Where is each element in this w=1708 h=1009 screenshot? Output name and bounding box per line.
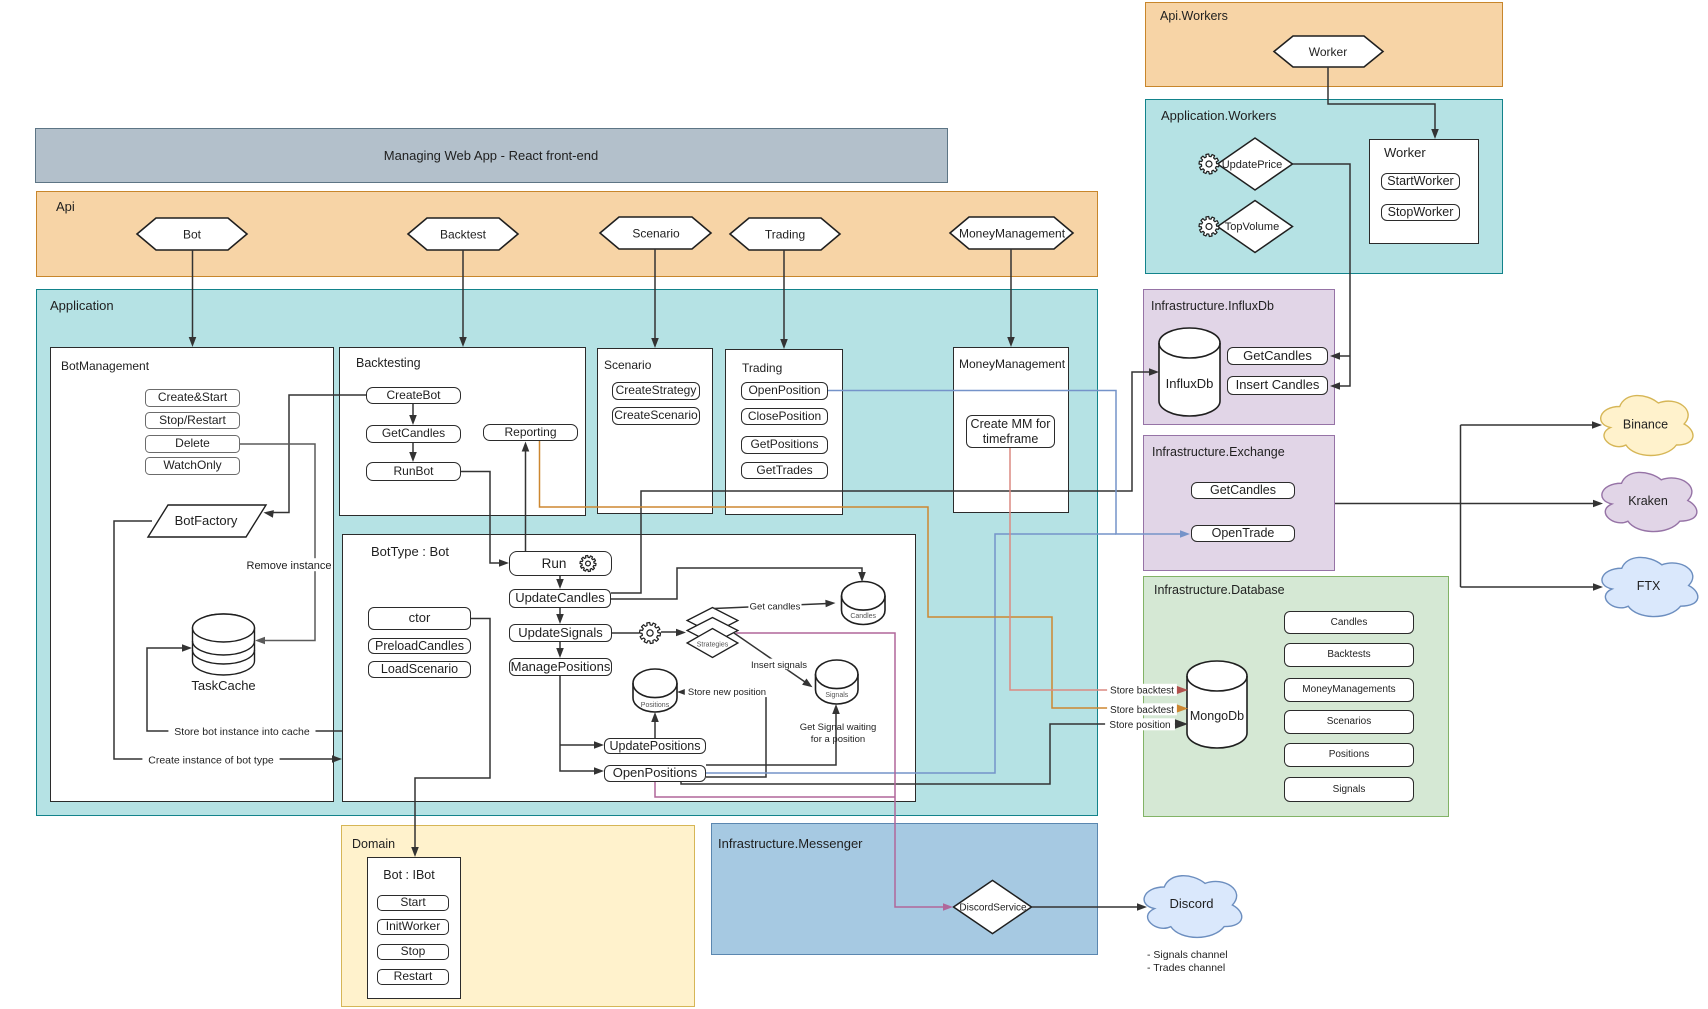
svg-text:- Signals channel: - Signals channel [1147, 949, 1228, 961]
svg-text:Binance: Binance [1623, 418, 1668, 432]
svg-text:Discord: Discord [1169, 896, 1213, 911]
svg-text:FTX: FTX [1637, 579, 1661, 593]
svg-text:Kraken: Kraken [1628, 494, 1668, 508]
svg-text:- Trades channel: - Trades channel [1147, 962, 1225, 974]
